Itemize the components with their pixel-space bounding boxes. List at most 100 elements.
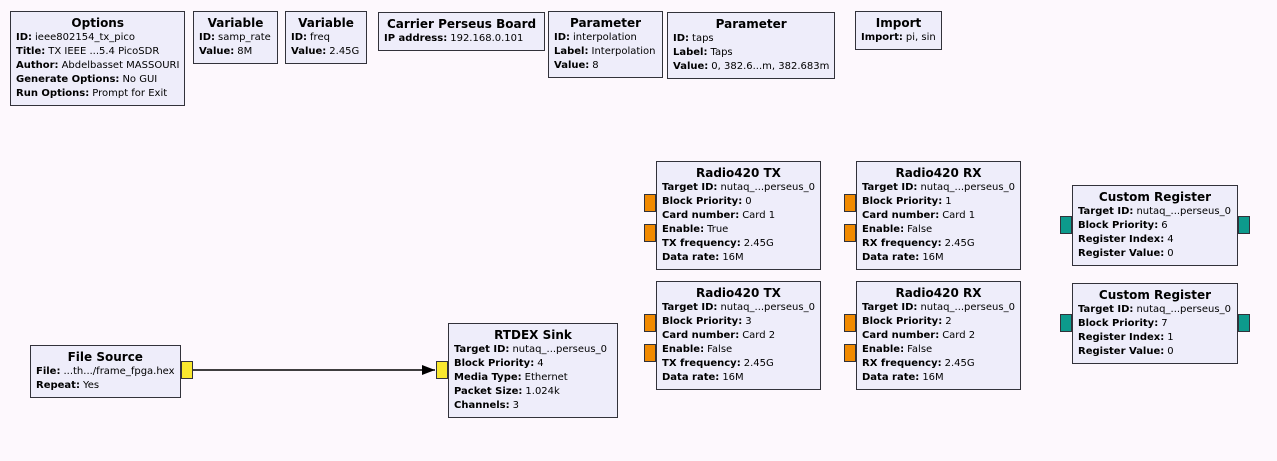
block-param: Enable:False <box>662 343 815 357</box>
param-key: Repeat: <box>36 380 80 391</box>
param-value: Card 1 <box>942 210 976 221</box>
param-key: Label: <box>673 47 708 58</box>
block-param: Enable:False <box>862 343 1015 357</box>
block-param: Value:8 <box>554 59 657 73</box>
param-key: Card number: <box>662 210 740 221</box>
param-value: pi, sin <box>905 32 936 43</box>
block-param: Channels:3 <box>454 399 612 413</box>
block-param: Target ID:nutaq_...perseus_0 <box>862 301 1015 315</box>
block-title: Parameter <box>569 16 642 30</box>
param-key: Value: <box>673 61 709 72</box>
param-value: Ethernet <box>524 372 568 383</box>
param-key: Enable: <box>862 224 905 235</box>
block-param: Data rate:16M <box>662 371 815 385</box>
block-param: Block Priority:0 <box>662 195 815 209</box>
block-param: Target ID:nutaq_...perseus_0 <box>862 181 1015 195</box>
param-key: Value: <box>554 60 590 71</box>
block-param: ID:taps <box>673 32 829 46</box>
block-title: Options <box>71 16 124 30</box>
param-key: File: <box>36 366 61 377</box>
param-value: Abdelbasset MASSOURI <box>61 60 180 71</box>
port-in-orange[interactable] <box>644 314 656 332</box>
param-key: Register Value: <box>1078 248 1165 259</box>
param-value: No GUI <box>122 74 158 85</box>
param-value: Prompt for Exit <box>92 88 168 99</box>
param-value: 8M <box>237 46 253 57</box>
port-out-teal[interactable] <box>1238 216 1250 234</box>
port-in-orange[interactable] <box>844 224 856 242</box>
block-param: Card number:Card 1 <box>862 209 1015 223</box>
param-value: 16M <box>722 252 744 263</box>
param-key: Register Index: <box>1078 332 1165 343</box>
param-value: 2.45G <box>944 358 975 369</box>
block-title: Custom Register <box>1098 190 1212 204</box>
block-title: Radio420 RX <box>895 286 982 300</box>
block-param: Title:TX IEEE ...5.4 PicoSDR <box>16 45 179 59</box>
param-value: 1 <box>945 196 952 207</box>
block-param: Value:8M <box>199 45 272 59</box>
port-in-orange[interactable] <box>844 314 856 332</box>
block-param: Card number:Card 2 <box>662 329 815 343</box>
param-key: Value: <box>291 46 327 57</box>
param-value: Interpolation <box>591 46 656 57</box>
port-in-yellow[interactable] <box>436 361 448 379</box>
port-out-yellow[interactable] <box>180 361 193 379</box>
port-in-orange[interactable] <box>644 224 656 242</box>
param-key: Data rate: <box>862 372 920 383</box>
block-param: Label:Taps <box>673 46 829 60</box>
port-in-orange[interactable] <box>644 194 656 212</box>
param-value: Card 2 <box>742 330 776 341</box>
param-key: Register Index: <box>1078 234 1165 245</box>
param-value: True <box>707 224 729 235</box>
param-key: RX frequency: <box>862 358 942 369</box>
param-key: Target ID: <box>662 182 718 193</box>
block-param: Run Options:Prompt for Exit <box>16 87 179 101</box>
param-key: Target ID: <box>862 182 918 193</box>
block-param: Import:pi, sin <box>861 31 936 45</box>
block-title: Parameter <box>715 17 787 31</box>
param-value: 8 <box>592 60 599 71</box>
param-key: Block Priority: <box>662 316 743 327</box>
port-in-orange[interactable] <box>844 344 856 362</box>
param-value: ...th.../frame_fpga.hex <box>63 366 175 377</box>
param-value: 1.024k <box>525 386 560 397</box>
port-in-teal[interactable] <box>1060 314 1072 332</box>
param-key: Target ID: <box>662 302 718 313</box>
param-key: IP address: <box>384 33 448 44</box>
param-key: Data rate: <box>862 252 920 263</box>
block-param: Packet Size:1.024k <box>454 385 612 399</box>
block-title: RTDEX Sink <box>494 328 572 342</box>
port-out-teal[interactable] <box>1238 314 1250 332</box>
param-value: nutaq_...perseus_0 <box>720 302 815 313</box>
port-in-orange[interactable] <box>644 344 656 362</box>
block-param: Target ID:nutaq_...perseus_0 <box>454 343 612 357</box>
block-param: TX frequency:2.45G <box>662 357 815 371</box>
port-in-orange[interactable] <box>844 194 856 212</box>
param-value: 16M <box>922 252 944 263</box>
param-key: ID: <box>673 33 690 44</box>
param-value: Taps <box>710 47 733 58</box>
block-param: Block Priority:4 <box>454 357 612 371</box>
param-key: Data rate: <box>662 252 720 263</box>
param-value: 0 <box>1167 248 1174 259</box>
block-param: RX frequency:2.45G <box>862 237 1015 251</box>
param-key: Block Priority: <box>662 196 743 207</box>
param-value: nutaq_...perseus_0 <box>1136 206 1231 217</box>
port-in-teal[interactable] <box>1060 216 1072 234</box>
block-param: Media Type:Ethernet <box>454 371 612 385</box>
